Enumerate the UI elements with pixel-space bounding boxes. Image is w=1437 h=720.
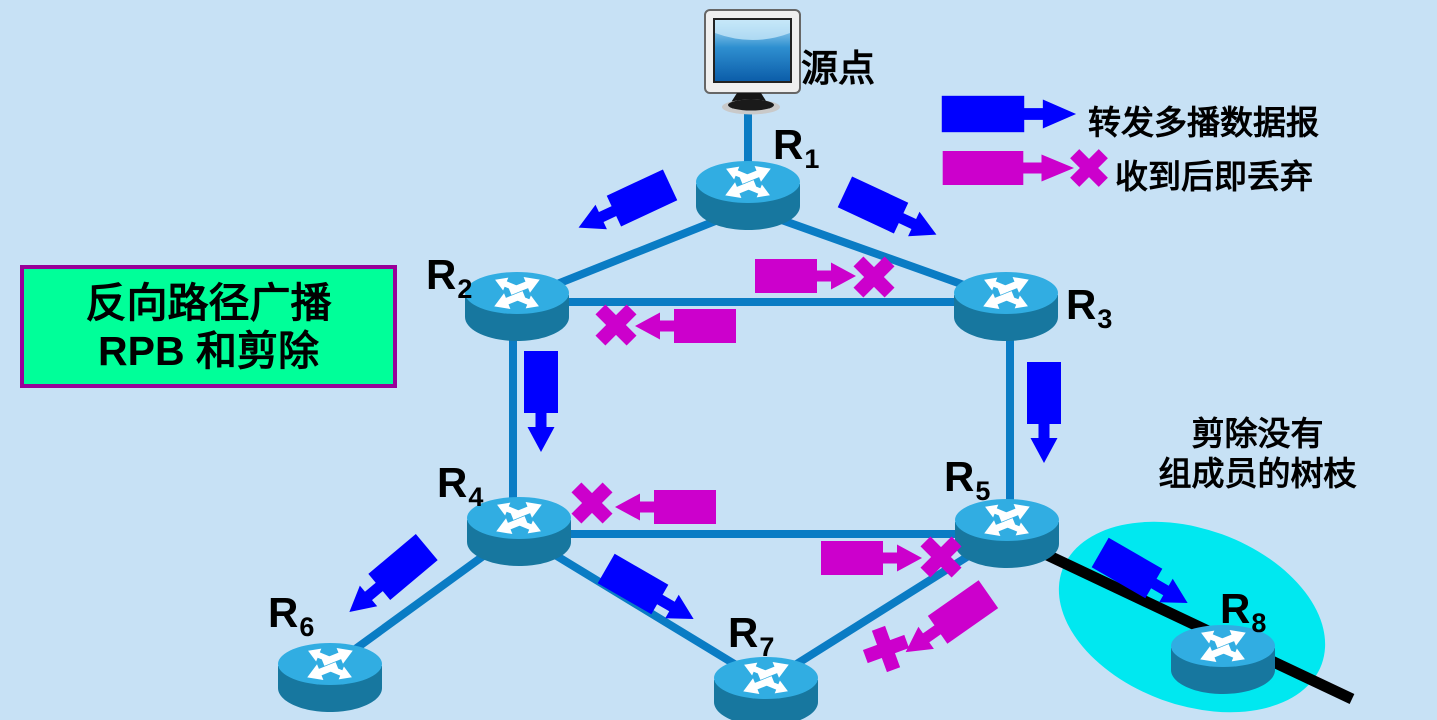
title-line2: RPB 和剪除 — [98, 327, 319, 374]
discard-packet-r3-r2-icon — [635, 309, 736, 343]
legend-discard-packet-icon — [942, 151, 1074, 185]
prune-note-line2: 组成员的树枝 — [1158, 455, 1357, 492]
forward-packet-r3-r5-icon — [1027, 362, 1061, 463]
links — [329, 96, 1014, 686]
x-mark-at-r7-icon — [858, 621, 914, 677]
router-label-r8: R8 — [1220, 585, 1267, 638]
x-mark-at-r3-icon — [853, 256, 895, 298]
forward-packet-r1-r2-icon — [571, 169, 678, 243]
legend-discard-label: 收到后即丢弃 — [1115, 158, 1313, 195]
router-r6-icon — [278, 643, 382, 712]
router-label-r7: R7 — [728, 609, 775, 662]
legend-forward-packet-icon — [941, 95, 1077, 133]
router-r2-icon — [465, 272, 569, 341]
discard-packet-r5-r4-icon — [615, 490, 716, 524]
link-r5-r8-pruned — [1023, 540, 1355, 704]
discard-packet-r4-r5-icon — [821, 541, 922, 575]
computer-monitor-icon — [704, 9, 801, 115]
legend-forward-label: 转发多播数据报 — [1088, 104, 1319, 141]
router-label-r3: R3 — [1066, 281, 1113, 334]
x-mark-at-r4-icon — [571, 482, 613, 524]
prune-note: 剪除没有 组成员的树枝 — [1140, 414, 1375, 494]
router-label-r4: R4 — [437, 459, 484, 512]
discard-packets — [571, 256, 999, 677]
router-r7-icon — [714, 657, 818, 720]
forward-packet-r4-r6-icon — [338, 534, 438, 626]
router-r3-icon — [954, 272, 1058, 341]
source-label: 源点 — [801, 48, 875, 89]
router-label-r5: R5 — [944, 453, 991, 506]
title-line1: 反向路径广播 — [85, 279, 332, 326]
forward-packet-r1-r3-icon — [837, 176, 944, 250]
router-r5-icon — [955, 499, 1059, 568]
router-label-r6: R6 — [268, 589, 315, 642]
forward-packet-r2-r4-icon — [524, 351, 558, 452]
discard-packet-r2-r3-icon — [755, 259, 856, 293]
prune-note-line1: 剪除没有 — [1191, 415, 1324, 452]
router-label-r2: R2 — [426, 251, 473, 304]
title-box: 反向路径广播 RPB 和剪除 — [20, 265, 397, 388]
router-label-r1: R1 — [773, 121, 820, 174]
router-r1-icon — [696, 161, 800, 230]
legend-x-mark-icon — [1070, 149, 1108, 187]
x-mark-at-r2-icon — [595, 304, 637, 346]
